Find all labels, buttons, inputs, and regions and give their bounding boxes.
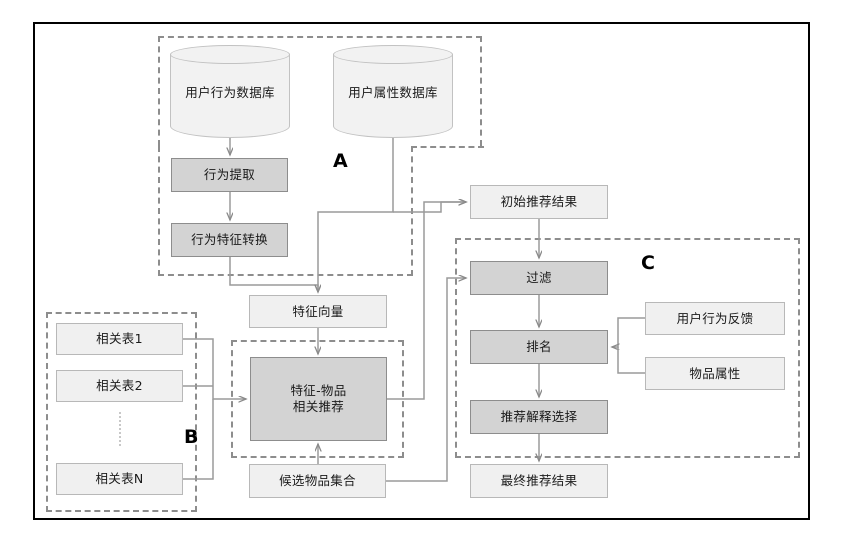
node-candidate-item-set[interactable]: 候选物品集合 xyxy=(249,464,386,498)
group-b-label: B xyxy=(184,426,199,448)
node-feature-item-recommend-line1: 特征-物品 xyxy=(290,383,347,399)
group-a-boundary xyxy=(158,36,482,146)
user-behavior-db-label: 用户行为数据库 xyxy=(185,85,275,100)
node-item-attribute[interactable]: 物品属性 xyxy=(645,357,785,390)
cylinder-top-ellipse xyxy=(333,45,453,64)
node-related-table-n[interactable]: 相关表N xyxy=(56,463,183,495)
user-attribute-db-label: 用户属性数据库 xyxy=(348,85,438,100)
group-a-label: A xyxy=(333,150,348,172)
user-attribute-db-cylinder: 用户属性数据库 xyxy=(333,45,453,138)
diagram-outer-frame xyxy=(33,22,810,520)
cylinder-body xyxy=(333,54,453,138)
node-ranking[interactable]: 排名 xyxy=(470,330,608,364)
node-behavior-feature-transform[interactable]: 行为特征转换 xyxy=(171,223,288,257)
related-tables-ellipsis xyxy=(119,412,121,446)
cylinder-top-ellipse xyxy=(170,45,290,64)
node-explanation-selection[interactable]: 推荐解释选择 xyxy=(470,400,608,434)
node-behavior-extraction[interactable]: 行为提取 xyxy=(171,158,288,192)
node-feature-item-recommend-line2: 相关推荐 xyxy=(292,399,345,414)
group-c-label: C xyxy=(641,252,655,274)
user-behavior-db-cylinder: 用户行为数据库 xyxy=(170,45,290,138)
node-feature-item-recommend[interactable]: 特征-物品 相关推荐 xyxy=(250,357,387,441)
node-feature-vector[interactable]: 特征向量 xyxy=(249,295,387,328)
node-related-table-2[interactable]: 相关表2 xyxy=(56,370,183,402)
node-user-behavior-feedback[interactable]: 用户行为反馈 xyxy=(645,302,785,335)
node-related-table-1[interactable]: 相关表1 xyxy=(56,323,183,355)
cylinder-body xyxy=(170,54,290,138)
node-final-recommend-result[interactable]: 最终推荐结果 xyxy=(470,464,608,498)
node-initial-recommend-result[interactable]: 初始推荐结果 xyxy=(470,185,608,219)
group-a-step-edge xyxy=(411,146,484,148)
node-filter[interactable]: 过滤 xyxy=(470,261,608,295)
